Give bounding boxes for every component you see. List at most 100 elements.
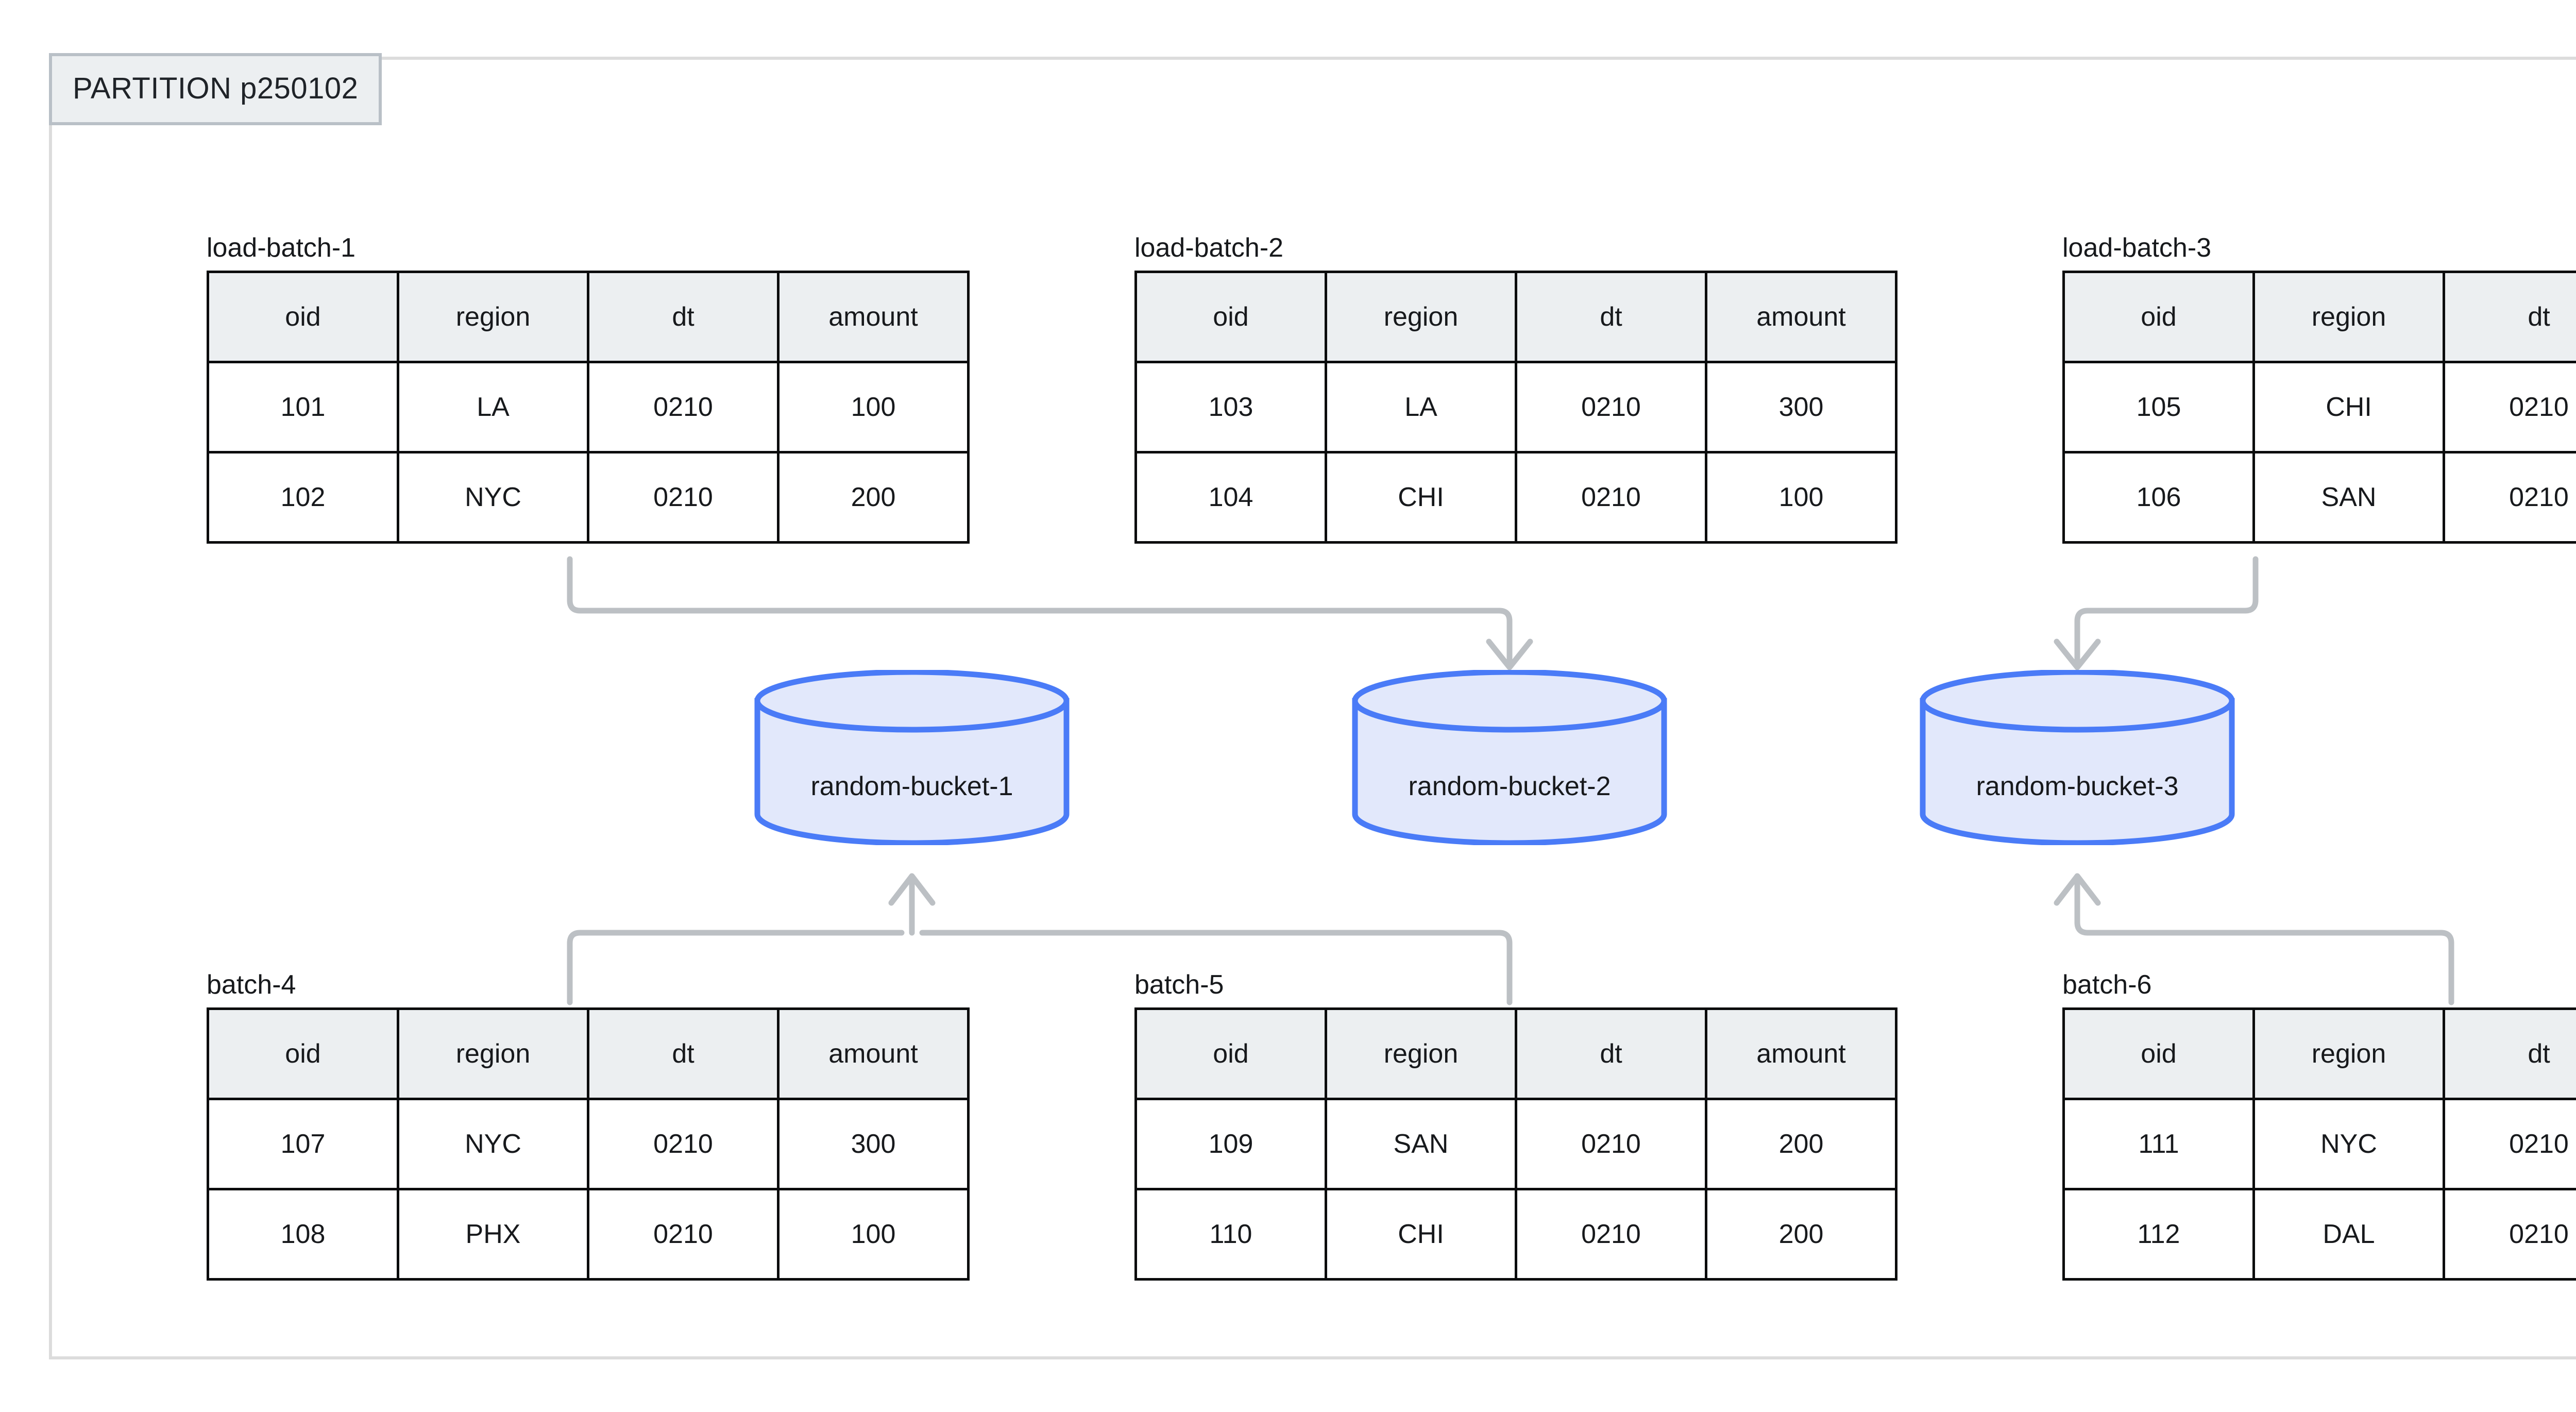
cell-dt: 0210 [587, 1098, 779, 1190]
cell-region: NYC [397, 451, 589, 544]
cell-dt: 0210 [2443, 1098, 2576, 1190]
cell-region: DAL [2252, 1188, 2445, 1281]
cell-oid: 106 [2062, 451, 2255, 544]
cell-amount: 200 [777, 451, 970, 544]
batch-table: oid region dt amount 111 NYC 0210 100 11… [2062, 1007, 2576, 1281]
column-header-oid: oid [2062, 271, 2255, 363]
cell-amount: 100 [777, 1188, 970, 1281]
cell-oid: 111 [2062, 1098, 2255, 1190]
cell-amount: 200 [1705, 1098, 1897, 1190]
column-header-region: region [1325, 271, 1517, 363]
batch-group-load-batch-3: load-batch-3 oid region dt amount 105 CH… [2062, 234, 2576, 544]
batch-title: load-batch-2 [1134, 233, 1284, 263]
cell-region: NYC [397, 1098, 589, 1190]
cell-region: LA [397, 361, 589, 453]
column-header-oid: oid [207, 271, 399, 363]
column-header-amount: amount [1705, 271, 1897, 363]
column-header-amount: amount [777, 1007, 970, 1100]
cell-dt: 0210 [1515, 451, 1707, 544]
cell-dt: 0210 [2443, 1188, 2576, 1281]
column-header-dt: dt [2443, 271, 2576, 363]
bucket-label: random-bucket-1 [810, 771, 1013, 801]
cell-region: PHX [397, 1188, 589, 1281]
cylinder-icon [1352, 670, 1667, 845]
batch-group-load-batch-1: load-batch-1 oid region dt amount 101 LA… [207, 234, 970, 544]
batch-table: oid region dt amount 101 LA 0210 100 102… [207, 271, 970, 544]
column-header-region: region [1325, 1007, 1517, 1100]
cell-oid: 112 [2062, 1188, 2255, 1281]
table-row: 102 NYC 0210 200 [207, 451, 970, 544]
cell-dt: 0210 [2443, 361, 2576, 453]
column-header-oid: oid [2062, 1007, 2255, 1100]
batch-group-batch-5: batch-5 oid region dt amount 109 SAN 021… [1134, 971, 1897, 1281]
bucket-random-bucket-1[interactable]: random-bucket-1 [747, 670, 1077, 845]
cell-region: CHI [2252, 361, 2445, 453]
cell-amount: 100 [1705, 451, 1897, 544]
batch-table: oid region dt amount 107 NYC 0210 300 10… [207, 1007, 970, 1281]
column-header-oid: oid [207, 1007, 399, 1100]
cell-oid: 104 [1134, 451, 1327, 544]
batch-table: oid region dt amount 109 SAN 0210 200 11… [1134, 1007, 1897, 1281]
batch-table: oid region dt amount 103 LA 0210 300 104… [1134, 271, 1897, 544]
table-row: 104 CHI 0210 100 [1134, 451, 1897, 544]
cell-dt: 0210 [1515, 361, 1707, 453]
bucket-random-bucket-3[interactable]: random-bucket-3 [1912, 670, 2242, 845]
cell-region: SAN [1325, 1098, 1517, 1190]
cell-dt: 0210 [1515, 1098, 1707, 1190]
table-row: 108 PHX 0210 100 [207, 1188, 970, 1281]
cell-dt: 0210 [1515, 1188, 1707, 1281]
batch-title: batch-4 [207, 970, 296, 1000]
cell-oid: 110 [1134, 1188, 1327, 1281]
cell-oid: 107 [207, 1098, 399, 1190]
column-header-dt: dt [587, 271, 779, 363]
cell-oid: 105 [2062, 361, 2255, 453]
cell-oid: 109 [1134, 1098, 1327, 1190]
cell-amount: 100 [777, 361, 970, 453]
table-row: 109 SAN 0210 200 [1134, 1098, 1897, 1190]
cell-dt: 0210 [587, 1188, 779, 1281]
cell-region: CHI [1325, 1188, 1517, 1281]
table-header-row: oid region dt amount [1134, 271, 1897, 363]
batch-title: batch-6 [2062, 970, 2152, 1000]
table-row: 106 SAN 0210 100 [2062, 451, 2576, 544]
batch-group-load-batch-2: load-batch-2 oid region dt amount 103 LA… [1134, 234, 1897, 544]
table-row: 110 CHI 0210 200 [1134, 1188, 1897, 1281]
cell-oid: 103 [1134, 361, 1327, 453]
batch-title: batch-5 [1134, 970, 1224, 1000]
cell-dt: 0210 [587, 361, 779, 453]
bucket-random-bucket-2[interactable]: random-bucket-2 [1345, 670, 1674, 845]
cell-region: NYC [2252, 1098, 2445, 1190]
table-row: 111 NYC 0210 100 [2062, 1098, 2576, 1190]
column-header-dt: dt [1515, 271, 1707, 363]
column-header-oid: oid [1134, 1007, 1327, 1100]
cell-amount: 300 [777, 1098, 970, 1190]
column-header-region: region [2252, 271, 2445, 363]
column-header-oid: oid [1134, 271, 1327, 363]
table-header-row: oid region dt amount [2062, 1007, 2576, 1100]
column-header-dt: dt [2443, 1007, 2576, 1100]
column-header-dt: dt [587, 1007, 779, 1100]
cell-amount: 300 [1705, 361, 1897, 453]
cell-dt: 0210 [2443, 451, 2576, 544]
table-header-row: oid region dt amount [207, 271, 970, 363]
column-header-amount: amount [1705, 1007, 1897, 1100]
table-row: 103 LA 0210 300 [1134, 361, 1897, 453]
cell-dt: 0210 [587, 451, 779, 544]
table-row: 101 LA 0210 100 [207, 361, 970, 453]
bucket-label: random-bucket-2 [1408, 771, 1611, 801]
batch-group-batch-4: batch-4 oid region dt amount 107 NYC 021… [207, 971, 970, 1281]
cell-oid: 108 [207, 1188, 399, 1281]
cell-region: LA [1325, 361, 1517, 453]
cylinder-icon [754, 670, 1070, 845]
batch-title: load-batch-3 [2062, 233, 2212, 263]
column-header-region: region [2252, 1007, 2445, 1100]
cylinder-icon [1920, 670, 2235, 845]
bucket-label: random-bucket-3 [1976, 771, 2179, 801]
batch-table: oid region dt amount 105 CHI 0210 200 10… [2062, 271, 2576, 544]
batch-group-batch-6: batch-6 oid region dt amount 111 NYC 021… [2062, 971, 2576, 1281]
cell-region: CHI [1325, 451, 1517, 544]
column-header-amount: amount [777, 271, 970, 363]
column-header-dt: dt [1515, 1007, 1707, 1100]
column-header-region: region [397, 1007, 589, 1100]
column-header-region: region [397, 271, 589, 363]
